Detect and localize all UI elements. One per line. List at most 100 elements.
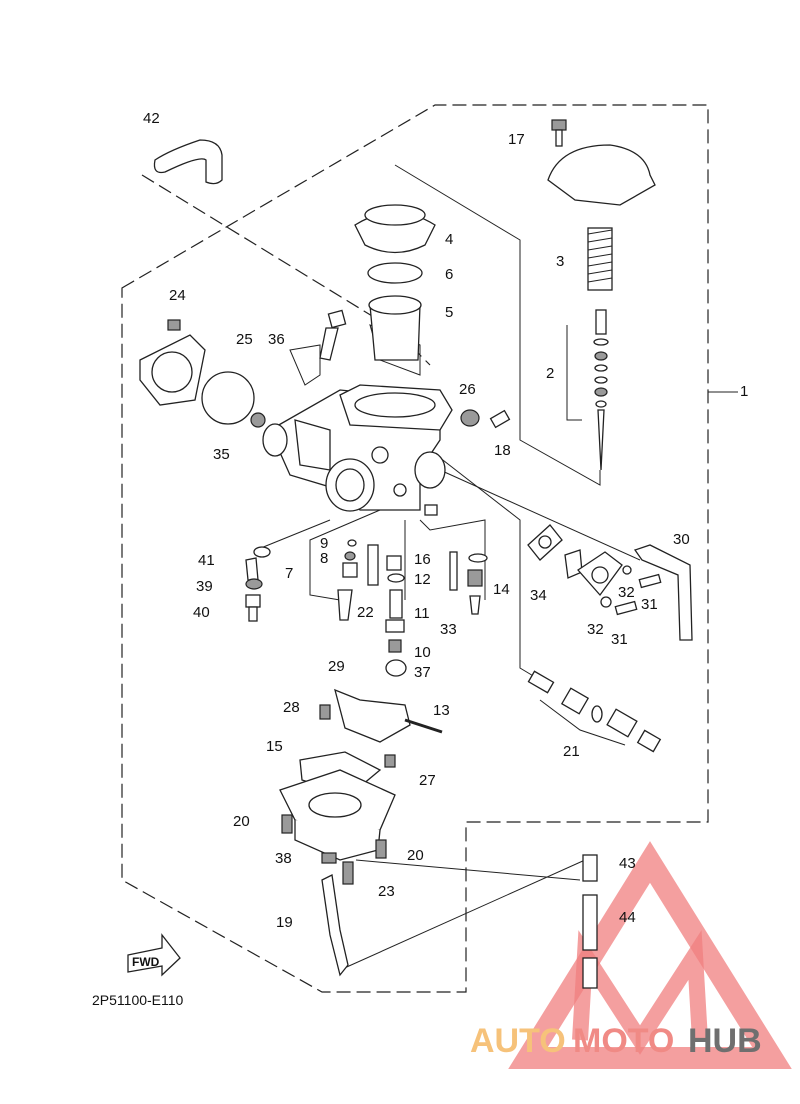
label-23: 23 xyxy=(378,883,395,900)
label-5: 5 xyxy=(445,304,453,321)
part-42-vent-hose xyxy=(153,139,223,185)
label-29: 29 xyxy=(328,658,345,675)
label-27: 27 xyxy=(419,772,436,789)
part-29-float xyxy=(334,688,411,743)
label-44: 44 xyxy=(619,909,636,926)
leader-lines xyxy=(255,164,738,971)
part-18-screw xyxy=(489,409,511,429)
part-38-screw xyxy=(321,852,337,864)
part-31-screw xyxy=(638,573,662,589)
label-16: 16 xyxy=(414,551,431,568)
part-1-carburetor-body xyxy=(262,384,453,516)
label-6: 6 xyxy=(445,266,453,283)
label-38: 38 xyxy=(275,850,292,867)
part-8-washer xyxy=(344,551,356,561)
part-3-spring xyxy=(587,227,613,291)
part-32-washer xyxy=(622,565,632,575)
label-43: 43 xyxy=(619,855,636,872)
part-20-screw-left xyxy=(281,814,293,834)
part-36-screw xyxy=(319,309,347,361)
label-31-upper: 31 xyxy=(641,596,658,613)
part-11-needle-jet xyxy=(389,589,403,619)
assembly-boundary xyxy=(121,104,709,993)
label-4: 4 xyxy=(445,231,453,248)
label-36: 36 xyxy=(268,331,285,348)
part-6-ring xyxy=(367,262,423,284)
part-44-tube xyxy=(582,894,598,951)
part-21-starter-plunger xyxy=(527,670,662,753)
part-20-screw-right xyxy=(375,839,387,859)
part-main-jet-holder xyxy=(385,619,405,633)
label-31-lower: 31 xyxy=(611,631,628,648)
label-32-upper: 32 xyxy=(618,584,635,601)
label-8: 8 xyxy=(320,550,328,567)
label-24: 24 xyxy=(169,287,186,304)
label-20-left: 20 xyxy=(233,813,250,830)
label-32-lower: 32 xyxy=(587,621,604,638)
part-31-screw-2 xyxy=(614,600,638,616)
label-39: 39 xyxy=(196,578,213,595)
label-19: 19 xyxy=(276,914,293,931)
forward-arrow-icon: FWD xyxy=(127,933,181,977)
label-26: 26 xyxy=(459,381,476,398)
part-19-drain-hose xyxy=(321,874,349,977)
part-26-nut xyxy=(460,409,480,427)
part-7-spring xyxy=(342,562,358,578)
label-41: 41 xyxy=(198,552,215,569)
part-13-pin xyxy=(404,718,443,734)
part-37-collar xyxy=(385,659,407,677)
part-10-main-jet xyxy=(388,639,402,653)
label-35: 35 xyxy=(213,446,230,463)
label-30: 30 xyxy=(673,531,690,548)
label-15: 15 xyxy=(266,738,283,755)
label-28: 28 xyxy=(283,699,300,716)
label-25: 25 xyxy=(236,331,253,348)
label-9: 9 xyxy=(320,535,328,552)
part-float-bowl xyxy=(279,769,396,861)
part-27-screw xyxy=(384,754,396,768)
label-1: 1 xyxy=(740,383,748,400)
part-32-washer-2 xyxy=(600,596,612,608)
part-24-bolt xyxy=(167,319,181,331)
part-pilot-screw xyxy=(337,589,353,621)
part-39-washer xyxy=(245,578,263,590)
part-43-fitting xyxy=(582,854,598,882)
label-33: 33 xyxy=(440,621,457,638)
label-40: 40 xyxy=(193,604,210,621)
brand-auto: AUTO xyxy=(470,1022,566,1060)
label-20-right: 20 xyxy=(407,847,424,864)
part-22-jet xyxy=(367,544,379,586)
part-17-screw xyxy=(551,119,567,147)
label-42: 42 xyxy=(143,110,160,127)
part-41-bracket xyxy=(245,557,259,581)
part-25-o-ring xyxy=(201,371,255,425)
watermark-brand: AUTO MOTO HUB xyxy=(470,1022,762,1060)
label-10: 10 xyxy=(414,644,431,661)
label-18: 18 xyxy=(494,442,511,459)
part-44-tube-lower xyxy=(582,957,598,989)
label-17: 17 xyxy=(508,131,525,148)
part-12-o-ring xyxy=(387,573,405,583)
label-3: 3 xyxy=(556,253,564,270)
label-12: 12 xyxy=(414,571,431,588)
brand-hub: HUB xyxy=(688,1022,762,1060)
part-28-screw xyxy=(319,704,331,720)
part-35-plug xyxy=(250,412,266,428)
label-37: 37 xyxy=(414,664,431,681)
part-40-drain-screw xyxy=(245,594,261,622)
label-13: 13 xyxy=(433,702,450,719)
part-cover-plate xyxy=(564,549,623,597)
part-33-pin xyxy=(449,551,458,591)
label-11: 11 xyxy=(414,605,430,622)
part-top-cap xyxy=(547,144,656,206)
part-16-holder xyxy=(386,555,402,571)
label-22: 22 xyxy=(357,604,374,621)
label-21: 21 xyxy=(563,743,580,760)
part-9-o-ring xyxy=(347,539,357,547)
label-7: 7 xyxy=(285,565,293,582)
part-23-fitting xyxy=(342,861,354,885)
diagram-code: 2P51100-E110 xyxy=(92,992,184,1008)
part-2-needle-set xyxy=(593,309,609,471)
